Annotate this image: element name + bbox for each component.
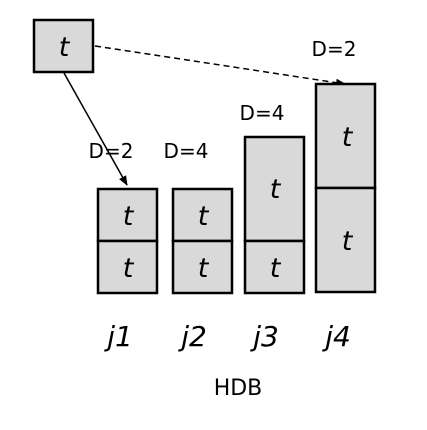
block-j2-top-label: t bbox=[198, 201, 210, 232]
block-j4-top bbox=[314, 82, 377, 190]
diagram-caption: HDB bbox=[214, 376, 263, 401]
block-j4-bottom-label: t bbox=[342, 226, 354, 257]
block-j4-bottom bbox=[314, 186, 377, 294]
job-name-j2: j2 bbox=[177, 320, 207, 353]
job-j2: D=4 t t j2 bbox=[164, 139, 234, 353]
job-j3: D=4 t t j3 bbox=[240, 101, 306, 353]
job-name-j3: j3 bbox=[249, 320, 279, 353]
block-j1-top-label: t bbox=[123, 201, 135, 232]
block-j2-top bbox=[171, 187, 234, 243]
block-j4-top-label: t bbox=[342, 122, 354, 153]
deadline-label-j3: D=4 bbox=[240, 101, 285, 125]
deadline-label-j2: D=4 bbox=[164, 139, 209, 163]
block-j1-bottom-label: t bbox=[123, 253, 135, 284]
incoming-task-box bbox=[32, 18, 95, 74]
job-name-j1: j1 bbox=[103, 320, 133, 353]
incoming-task: t bbox=[32, 18, 95, 74]
block-j3-top-label: t bbox=[270, 174, 282, 205]
job-j1: D=2 t t j1 bbox=[89, 139, 159, 353]
dashed-arrow-to-j4 bbox=[94, 45, 346, 87]
incoming-task-label: t bbox=[59, 32, 71, 63]
block-j3-bottom-label: t bbox=[270, 253, 282, 284]
solid-arrow-to-j1 bbox=[63, 72, 128, 186]
job-name-j4: j4 bbox=[321, 320, 351, 353]
deadline-label-j4: D=2 bbox=[312, 37, 357, 61]
job-j4: D=2 t t j4 bbox=[312, 37, 377, 353]
block-j3-bottom bbox=[243, 239, 306, 295]
block-j2-bottom-label: t bbox=[198, 253, 210, 284]
block-j1-bottom bbox=[96, 239, 159, 295]
block-j3-top bbox=[243, 135, 306, 243]
block-j2-bottom bbox=[171, 239, 234, 295]
deadline-label-j1: D=2 bbox=[89, 139, 134, 163]
